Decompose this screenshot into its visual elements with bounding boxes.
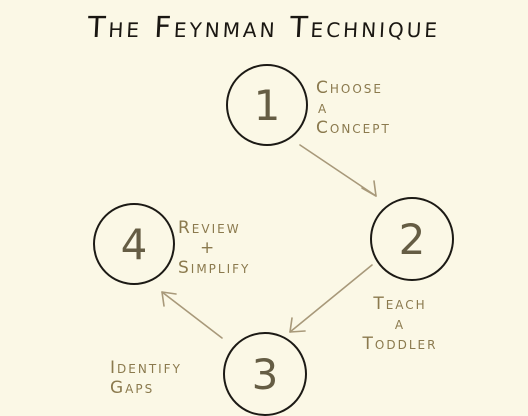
arrow-1-to-2-head	[361, 180, 377, 197]
step-1-label-line-2: a	[318, 98, 329, 118]
step-1-label-line-1: Choose	[316, 78, 383, 98]
step-2-label-line-2: a	[394, 314, 406, 334]
arrow-3-to-4-head	[161, 291, 177, 307]
step-2-circle: 2	[370, 197, 454, 281]
step-3-number: 3	[251, 349, 279, 399]
step-2-label-line-1: Teach	[373, 294, 427, 314]
step-2-label-line-3: Toddler	[362, 334, 438, 354]
arrow-1-to-2	[299, 144, 377, 197]
step-4-label: Review + Simplify	[178, 218, 274, 278]
step-2-label: Teach a Toddler	[356, 294, 444, 354]
step-3-label-line-2: Gaps	[110, 378, 155, 398]
step-3-label: Identify Gaps	[110, 358, 182, 398]
arrow-2-to-3	[289, 264, 373, 333]
step-1-circle: 1	[226, 64, 308, 146]
step-4-label-line-2: +	[200, 238, 217, 258]
step-3-label-line-1: Identify	[110, 358, 182, 378]
arrow-3-to-4	[161, 291, 223, 339]
step-4-circle: 4	[93, 203, 175, 285]
step-4-label-line-3: Simplify	[178, 258, 251, 278]
step-4-number: 4	[120, 219, 148, 269]
step-1-label: Choose a Concept	[316, 78, 391, 138]
arrow-2-to-3-head	[289, 317, 306, 333]
step-3-circle: 3	[223, 332, 307, 416]
step-4-label-line-1: Review	[178, 218, 241, 238]
step-1-number: 1	[253, 80, 281, 130]
step-2-number: 2	[398, 214, 426, 264]
step-1-label-line-3: Concept	[316, 118, 391, 138]
